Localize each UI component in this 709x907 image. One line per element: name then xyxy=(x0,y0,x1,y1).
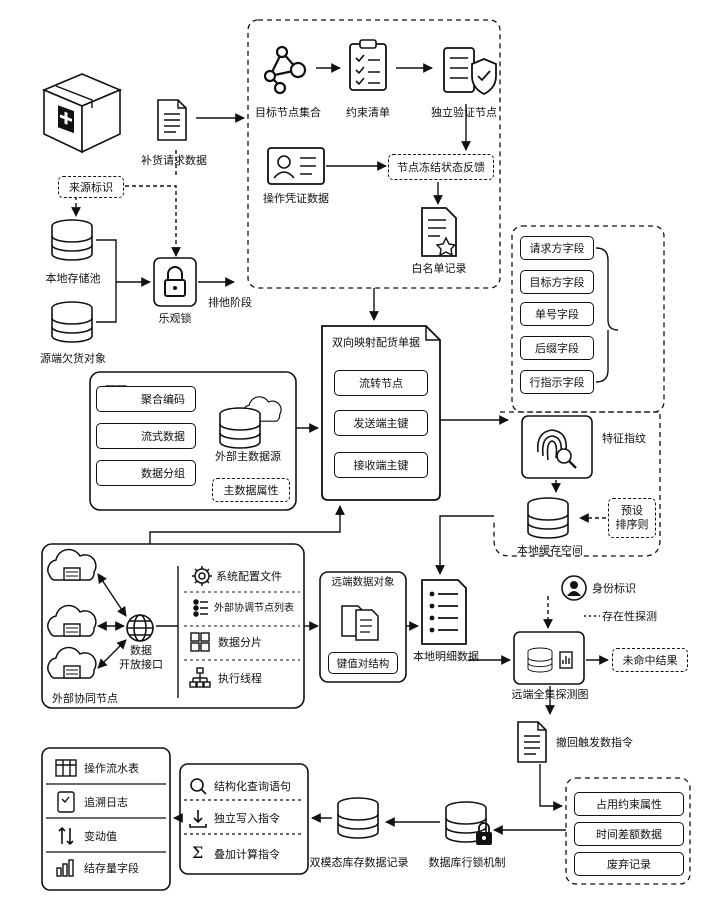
remote-obj-icon xyxy=(52,302,92,342)
kv-struct-box: 键值对结构 xyxy=(328,652,398,674)
remote-obj-label: 源端欠货对象 xyxy=(30,352,116,365)
preset-box: 预设 排序则 xyxy=(608,498,656,538)
agg-code-box: 聚合编码 xyxy=(96,386,196,412)
supply-request-label: 补货请求数据 xyxy=(132,154,216,167)
cloud-server-icon-1 xyxy=(48,550,96,580)
bar-chart-icon xyxy=(560,652,572,668)
code-search-icon xyxy=(191,779,206,794)
suffix-field-box: 后缀字段 xyxy=(520,336,594,360)
local-pool-icon xyxy=(52,220,92,260)
target-field-box: 目标方字段 xyxy=(520,270,594,294)
local-cache-db-icon xyxy=(528,498,568,538)
medical-box-icon xyxy=(44,74,120,152)
freeze-feedback-box: 节点冻结状态反馈 xyxy=(388,154,494,180)
id-card-icon xyxy=(268,148,324,184)
local-cache-label: 本地缓存空间 xyxy=(508,544,592,557)
order-field-box: 单号字段 xyxy=(520,302,594,326)
stream-data-box: 流式数据 xyxy=(96,423,196,449)
ext-nodes-label: 外部协同节点 xyxy=(40,692,130,705)
master-attr-box: 主数据属性 xyxy=(212,478,290,502)
user-icon xyxy=(562,576,586,600)
verify-node-label: 独立验证节点 xyxy=(424,106,504,119)
stock-field-label: 结存量字段 xyxy=(84,862,139,875)
local-pool-label: 本地存储池 xyxy=(32,272,114,285)
cloud-server-icon-2 xyxy=(48,606,96,636)
source-tag-box: 来源标识 xyxy=(58,176,124,198)
ext-node-list-label: 外部协调节点列表 xyxy=(214,602,294,615)
sender-key-box: 发送端主键 xyxy=(334,410,428,436)
api-line-2: 开放接口 xyxy=(112,658,170,671)
exec-thread-label: 执行线程 xyxy=(218,672,262,685)
rollback-label: 撤回触发数指令 xyxy=(556,736,633,749)
write-cmd-label: 独立写入指令 xyxy=(214,812,280,825)
data-group-box: 数据分组 xyxy=(96,460,196,486)
rollback-doc-icon xyxy=(518,722,546,762)
thread-tree-icon xyxy=(190,668,210,687)
shield-server-icon xyxy=(444,48,496,94)
api-label: 数据 xyxy=(124,644,158,657)
preset-line-1: 预设 xyxy=(621,504,643,518)
sys-config-label: 系统配置文件 xyxy=(216,570,282,583)
exist-probe-label: 存在性探测 xyxy=(602,610,657,623)
cloud-server-icon-3 xyxy=(48,648,96,678)
ext-master-label: 外部主数据源 xyxy=(208,450,288,463)
miss-result-box: 未命中结果 xyxy=(612,648,688,672)
op-table-label: 操作流水表 xyxy=(84,762,139,775)
time-diff-box: 时间差额数据 xyxy=(574,822,684,846)
remote-set-label: 远端全集探测图 xyxy=(508,688,592,701)
list-doc-icon xyxy=(422,580,466,644)
delta-label: 变动值 xyxy=(84,830,117,843)
data-shard-label: 数据分片 xyxy=(218,636,262,649)
download-icon xyxy=(190,810,206,827)
network-graph-icon xyxy=(265,47,305,93)
dual-db-icon xyxy=(338,798,378,838)
whitelist-label: 白名单记录 xyxy=(404,262,474,275)
globe-icon xyxy=(127,615,153,641)
req-field-box: 请求方字段 xyxy=(520,236,594,260)
flow-node-box: 流转节点 xyxy=(334,370,428,396)
db-chart-icon xyxy=(528,648,552,672)
identity-label: 身份标识 xyxy=(592,582,636,595)
shard-grid-icon xyxy=(191,633,209,651)
remote-obj2-label: 远端数据对象 xyxy=(322,576,404,589)
constraint-list-label: 约束清单 xyxy=(338,106,398,119)
fingerprint-label: 特征指纹 xyxy=(592,432,656,445)
row-field-box: 行指示字段 xyxy=(520,370,594,394)
opt-lock-label: 乐观锁 xyxy=(150,312,200,325)
arrows-updown-icon xyxy=(59,828,73,844)
whitelist-doc-icon xyxy=(422,208,456,256)
ext-master-db-icon xyxy=(220,408,260,448)
api-line-1: 数据 xyxy=(130,644,152,657)
discard-log-box: 废弃记录 xyxy=(574,852,684,876)
node-list-icon xyxy=(194,600,208,616)
mapping-doc-label: 双向映射配货单据 xyxy=(326,336,426,349)
trace-log-label: 追溯日志 xyxy=(84,796,128,809)
clipboard-icon xyxy=(350,40,386,90)
dual-db-label: 双模态库存数据记录 xyxy=(304,856,414,869)
local-detail-label: 本地明细数据 xyxy=(406,650,486,663)
struct-query-label: 结构化查询语句 xyxy=(214,780,291,793)
occupy-attr-box: 占用约束属性 xyxy=(574,792,684,816)
preset-line-2: 排序则 xyxy=(616,518,649,532)
copy-docs-icon xyxy=(342,606,378,640)
gear-icon xyxy=(192,566,212,586)
exclusive-label: 排他阶段 xyxy=(200,296,260,309)
receiver-key-box: 接收端主键 xyxy=(334,452,428,478)
supply-doc-icon xyxy=(158,100,186,140)
row-lock-label: 数据库行锁机制 xyxy=(420,856,514,869)
bars-icon xyxy=(57,860,73,876)
log-icon xyxy=(58,792,74,812)
op-credential-label: 操作凭证数据 xyxy=(256,192,336,205)
sum-cmd-label: 叠加计算指令 xyxy=(214,848,280,861)
table-icon xyxy=(56,760,76,776)
target-set-label: 目标节点集合 xyxy=(250,106,326,119)
sigma-icon: Σ xyxy=(192,843,203,862)
